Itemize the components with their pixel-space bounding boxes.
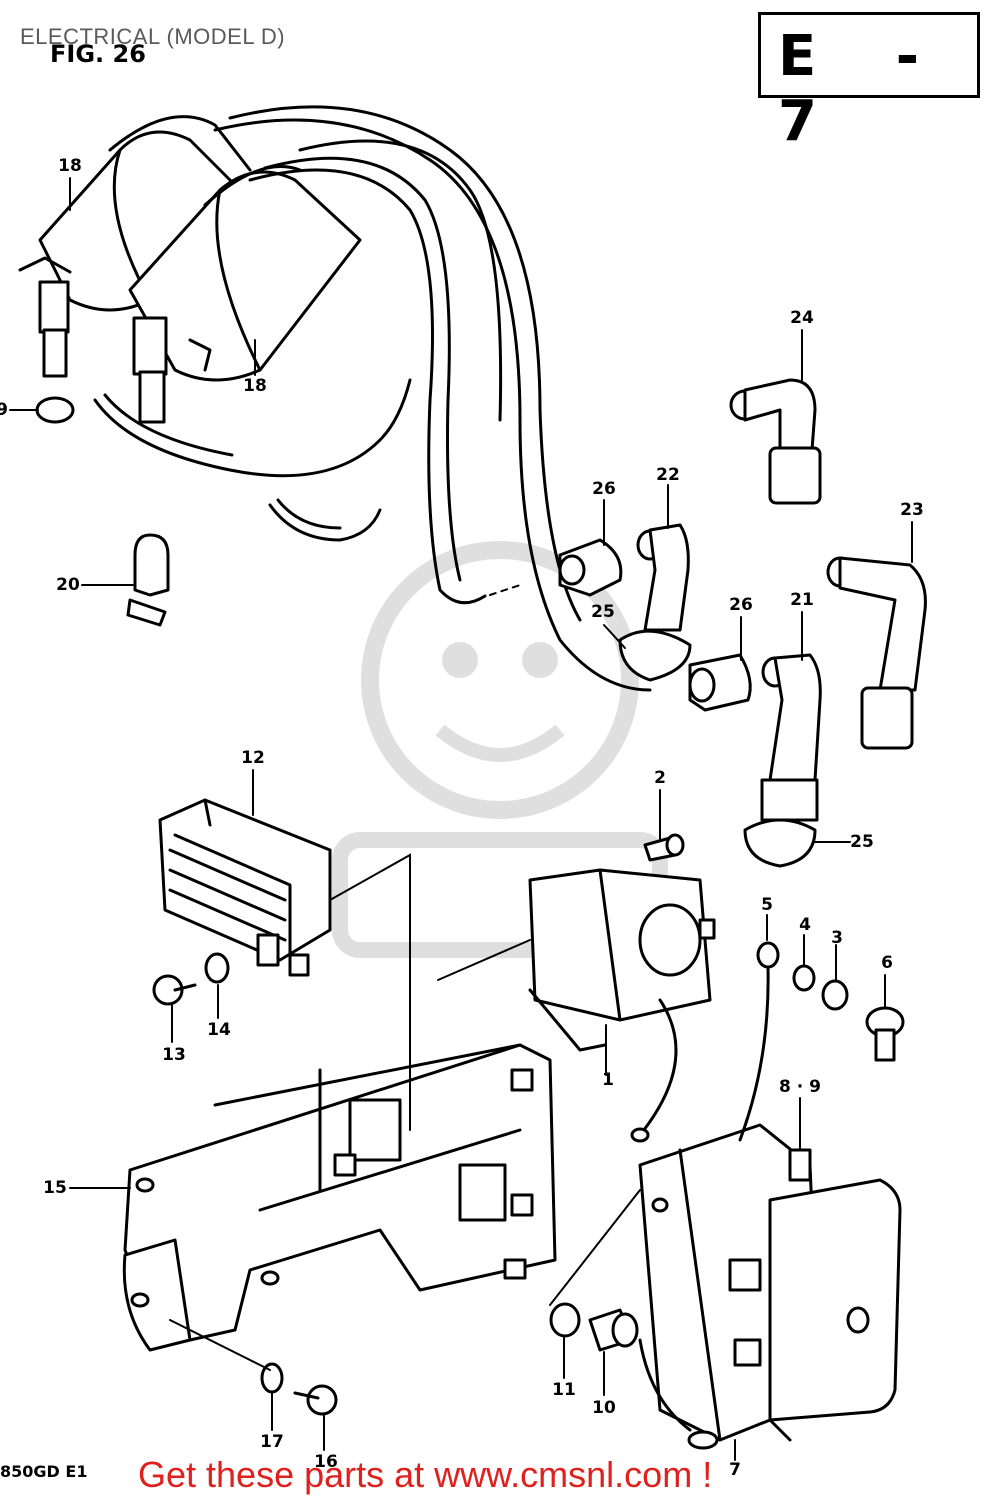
section-code-box [758,12,980,98]
starter-relay-1 [528,868,716,1143]
leader-lines [9,177,913,1461]
nut-3 [821,979,849,1011]
callout-2[interactable]: 2 [654,768,666,788]
fuse-box-7 [638,1123,902,1450]
callout-13[interactable]: 13 [162,1045,186,1065]
figure-number: FIG. 26 [50,40,146,68]
callout-8-9[interactable]: 8 · 9 [779,1077,821,1097]
ignition-coil-rear [18,115,252,378]
terminal-cap-6 [865,1006,905,1062]
plug-cap-24 [729,378,822,505]
callout-25-upper[interactable]: 25 [591,602,615,622]
callout-17[interactable]: 17 [260,1432,284,1452]
model-code: 850GD E1 [0,1462,88,1481]
seal-26-lower [688,653,752,712]
callout-1[interactable]: 1 [602,1070,614,1090]
callout-18-upper[interactable]: 18 [58,156,82,176]
callout-6[interactable]: 6 [881,953,893,973]
callout-25-lower[interactable]: 25 [850,832,874,852]
callout-3[interactable]: 3 [831,928,843,948]
diagram-title: ELECTRICAL (MODEL D) [20,24,286,49]
bolt-10 [588,1308,639,1352]
seal-26-upper [558,538,623,597]
callout-5[interactable]: 5 [761,895,773,915]
nut-19 [35,396,75,424]
callout-26-upper[interactable]: 26 [592,479,616,499]
callout-10[interactable]: 10 [592,1398,616,1418]
bracket-15 [122,1043,557,1352]
callout-4[interactable]: 4 [799,915,811,935]
footer-link[interactable]: Get these parts at www.cmsnl.com ! [138,1454,713,1495]
plug-cap-22 [618,523,692,682]
plug-cap-21 [743,653,822,868]
callout-11[interactable]: 11 [552,1380,576,1400]
ground-lead-5 [738,941,780,1142]
callout-18-lower[interactable]: 18 [243,376,267,396]
nut-4 [792,964,816,992]
callout-16[interactable]: 16 [314,1452,338,1472]
washer-14 [204,952,230,984]
callout-20[interactable]: 20 [56,575,80,595]
regulator-rectifier-12 [158,798,332,977]
callout-24[interactable]: 24 [790,308,814,328]
bolt-16 [293,1384,338,1416]
callout-7[interactable]: 7 [729,1460,741,1480]
ignition-coil-front [128,165,362,424]
callout-15[interactable]: 15 [43,1178,67,1198]
clamp-20 [126,533,170,627]
callout-26-lower[interactable]: 26 [729,595,753,615]
ht-leads [93,105,652,692]
callout-21[interactable]: 21 [790,590,814,610]
callout-23[interactable]: 23 [900,500,924,520]
callout-12[interactable]: 12 [241,748,265,768]
washer-11 [549,1302,581,1338]
callout-19[interactable]: 9 [0,400,8,420]
bolt-13 [152,974,197,1006]
plug-cap-23 [826,556,927,750]
screw-2 [643,833,685,862]
section-code: E - 7 [778,24,949,154]
callout-22[interactable]: 22 [656,465,680,485]
callout-14[interactable]: 14 [207,1020,231,1040]
